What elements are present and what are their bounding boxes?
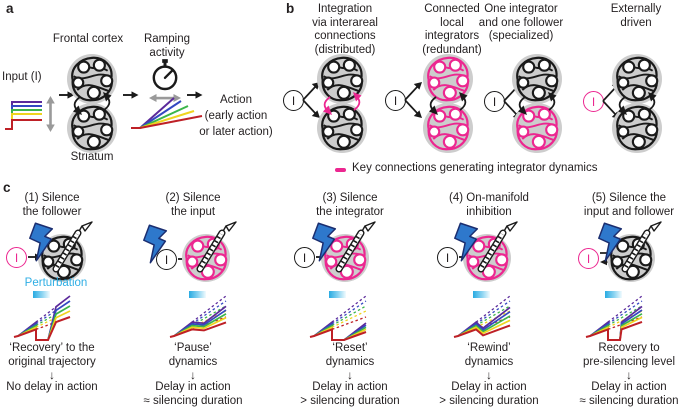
perturbation-label: Perturbation [24, 277, 88, 289]
down-arrow-icon: ↓ [346, 368, 353, 382]
panel-c-label: c [3, 180, 11, 195]
input-node: I [6, 247, 27, 268]
network-pair [423, 54, 473, 153]
striatum-label: Striatum [70, 151, 114, 163]
network-pair [67, 54, 117, 153]
pause-trace-chart [169, 291, 227, 338]
panel-a-label: a [6, 1, 14, 16]
scenario-outcome-2: ‘Pause’ dynamics ↓ Delay in action ≈ sil… [143, 342, 243, 407]
updown-arrow-icon [46, 96, 55, 132]
scenario-title-3: (3) Silence the integrator [316, 192, 384, 218]
down-arrow-icon: ↓ [625, 368, 632, 382]
scenario-outcome-1: ‘Recovery’ to the original trajectory ↓ … [6, 342, 98, 393]
legend-key-icon [335, 168, 346, 172]
ramping-chart [131, 97, 203, 129]
scenario-outcome-4: ‘Rewind’ dynamics ↓ Delay in action > si… [439, 342, 539, 407]
rewind-trace-chart [453, 291, 511, 338]
input-node: I [578, 248, 599, 269]
input-arrows-icon [404, 82, 422, 118]
scenario-outcome-3: ‘Reset’ dynamics ↓ Delay in action > sil… [300, 342, 400, 407]
input-trace-chart [5, 101, 42, 130]
flow-arrow-icon [123, 91, 139, 99]
ramping-activity-label: Ramping activity [143, 33, 191, 59]
probe-icon [51, 221, 93, 273]
stopwatch-icon [151, 58, 179, 92]
scenario-title-5: (5) Silence the input and follower [583, 192, 675, 218]
lightning-bolt-icon [141, 224, 171, 264]
key-connection-arrows [323, 92, 362, 115]
option-title-specialized: One integrator and one follower (special… [478, 3, 564, 42]
probe-icon [620, 221, 662, 273]
down-arrow-icon: ↓ [189, 368, 196, 382]
scenario-title-2: (2) Silence the input [165, 192, 221, 218]
network-pair [612, 54, 662, 153]
legend-label: Key connections generating integrator dy… [352, 162, 598, 174]
input-node: I [437, 247, 458, 268]
recovery-trace-chart [13, 291, 71, 341]
action-label: Action (early action or later action) [199, 94, 273, 138]
scenario-title-1: (1) Silence the follower [22, 192, 82, 218]
flow-arrow-icon [187, 91, 203, 99]
scenario-title-4: (4) On-manifold inhibition [449, 192, 529, 218]
option-title-distributed: Integration via interareal connections (… [312, 3, 378, 56]
down-arrow-icon: ↓ [485, 368, 492, 382]
flow-arrow-icon [59, 91, 75, 99]
panel-b-label: b [286, 1, 295, 16]
option-title-redundant: Connected local integrators (redundant) [422, 3, 482, 56]
reset-trace-chart [309, 291, 367, 341]
down-arrow-icon: ↓ [48, 368, 55, 382]
frontal-cortex-label: Frontal cortex [52, 33, 124, 45]
scenario-outcome-5: Recovery to pre-silencing level ↓ Delay … [579, 342, 679, 407]
option-title-external: Externally driven [610, 3, 662, 29]
probe-icon [476, 221, 518, 273]
input-node: I [156, 249, 177, 270]
network-pair [512, 54, 562, 153]
input-node: I [294, 247, 315, 268]
leftright-arrow-icon [149, 94, 181, 102]
probe-icon [334, 221, 376, 273]
network-pair [317, 54, 367, 153]
probe-icon [195, 221, 237, 273]
presilencing-trace-chart [585, 291, 643, 341]
input-label: Input (I) [2, 71, 42, 83]
